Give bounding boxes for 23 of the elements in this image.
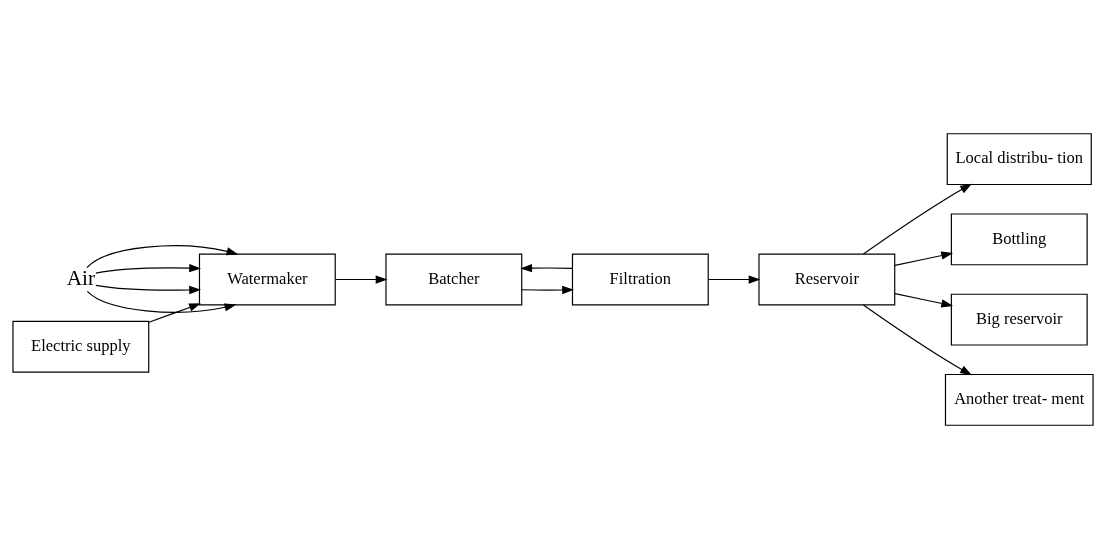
node-box: Watermaker — [198, 253, 336, 306]
arrow — [520, 264, 573, 273]
node-box: Batcher — [385, 253, 523, 306]
arrow — [86, 245, 239, 269]
node-box: Reservoir — [758, 253, 896, 306]
node-box: Bottling — [950, 213, 1088, 266]
node-box: Electric supply — [12, 320, 150, 373]
node-box: Big reservoir — [950, 293, 1088, 346]
arrow — [86, 290, 237, 313]
arrow — [894, 251, 954, 266]
arrow — [707, 275, 761, 284]
node-box: Filtration — [571, 253, 709, 306]
arrow — [95, 284, 202, 295]
arrow — [862, 183, 972, 255]
node-box: Another treat- ment — [944, 373, 1094, 426]
arrow — [862, 304, 972, 376]
arrow — [894, 293, 954, 308]
node-box: Local distribu- tion — [946, 133, 1092, 186]
arrow — [521, 285, 574, 295]
arrow — [95, 264, 202, 274]
arrow — [148, 303, 201, 323]
arrow — [334, 275, 388, 284]
node-text: Air — [66, 265, 95, 290]
